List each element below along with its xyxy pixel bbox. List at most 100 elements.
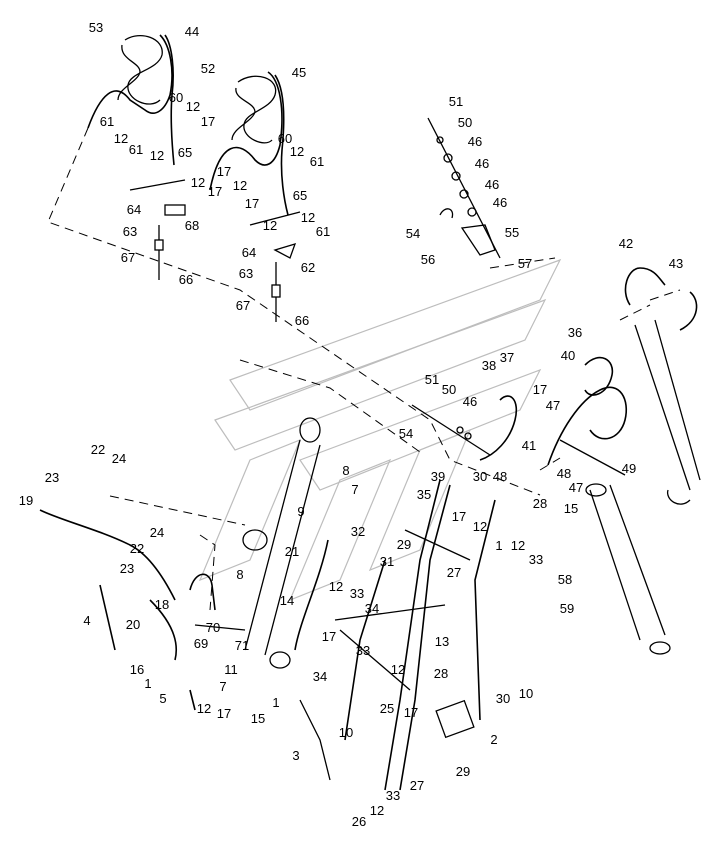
callout-17: 17 (217, 164, 231, 179)
callout-49: 49 (622, 461, 636, 476)
callout-61: 61 (316, 224, 330, 239)
callout-1: 1 (272, 695, 279, 710)
callout-35: 35 (417, 487, 431, 502)
callout-44: 44 (185, 24, 199, 39)
callout-12: 12 (197, 701, 211, 716)
callout-53: 53 (89, 20, 103, 35)
mid-right-hoses (411, 356, 627, 476)
callout-12: 12 (191, 175, 205, 190)
callout-4: 4 (83, 613, 90, 628)
callout-7: 7 (219, 679, 226, 694)
callout-17: 17 (245, 196, 259, 211)
callout-63: 63 (123, 224, 137, 239)
callout-12: 12 (329, 579, 343, 594)
callout-15: 15 (564, 501, 578, 516)
callout-66: 66 (295, 313, 309, 328)
callout-12: 12 (290, 144, 304, 159)
callout-12: 12 (186, 99, 200, 114)
callout-33: 33 (386, 788, 400, 803)
callout-41: 41 (522, 438, 536, 453)
callout-45: 45 (292, 65, 306, 80)
callout-37: 37 (500, 350, 514, 365)
callout-63: 63 (239, 266, 253, 281)
callout-55: 55 (505, 225, 519, 240)
callout-48: 48 (493, 469, 507, 484)
callout-52: 52 (201, 61, 215, 76)
callout-12: 12 (473, 519, 487, 534)
callout-23: 23 (45, 470, 59, 485)
callout-51: 51 (425, 372, 439, 387)
callout-54: 54 (399, 426, 413, 441)
callout-67: 67 (236, 298, 250, 313)
callout-17: 17 (322, 629, 336, 644)
callout-12: 12 (511, 538, 525, 553)
callout-17: 17 (208, 184, 222, 199)
callout-16: 16 (130, 662, 144, 677)
callout-1: 1 (495, 538, 502, 553)
callout-22: 22 (91, 442, 105, 457)
callout-54: 54 (406, 226, 420, 241)
callout-17: 17 (201, 114, 215, 129)
left-cylinder-assembly (39, 417, 331, 781)
callout-61: 61 (310, 154, 324, 169)
callout-50: 50 (458, 115, 472, 130)
callout-61: 61 (129, 142, 143, 157)
callout-67: 67 (121, 250, 135, 265)
callout-12: 12 (391, 662, 405, 677)
callout-2: 2 (490, 732, 497, 747)
callout-30: 30 (473, 469, 487, 484)
callout-65: 65 (178, 145, 192, 160)
callout-21: 21 (285, 544, 299, 559)
callout-46: 46 (468, 134, 482, 149)
callout-5: 5 (159, 691, 166, 706)
callout-20: 20 (126, 617, 140, 632)
callout-3: 3 (292, 748, 299, 763)
right-cylinder-assembly (585, 267, 701, 655)
valve-hardware-stack (427, 117, 501, 259)
callout-23: 23 (120, 561, 134, 576)
callout-56: 56 (421, 252, 435, 267)
callout-48: 48 (557, 466, 571, 481)
callout-13: 13 (435, 634, 449, 649)
upper-hose-assembly-right (209, 71, 301, 322)
callout-34: 34 (313, 669, 327, 684)
callout-12: 12 (301, 210, 315, 225)
callout-31: 31 (380, 554, 394, 569)
callout-24: 24 (112, 451, 126, 466)
callout-43: 43 (669, 256, 683, 271)
callout-12: 12 (114, 131, 128, 146)
callout-12: 12 (370, 803, 384, 818)
callout-17: 17 (217, 706, 231, 721)
callout-60: 60 (278, 131, 292, 146)
callout-18: 18 (155, 597, 169, 612)
callout-68: 68 (185, 218, 199, 233)
callout-8: 8 (236, 567, 243, 582)
callout-38: 38 (482, 358, 496, 373)
callout-33: 33 (350, 586, 364, 601)
callout-10: 10 (519, 686, 533, 701)
callout-71: 71 (235, 638, 249, 653)
callout-22: 22 (130, 541, 144, 556)
upper-hose-assembly-left (87, 34, 186, 280)
callout-69: 69 (194, 636, 208, 651)
callout-64: 64 (242, 245, 256, 260)
main-line-bundle (334, 479, 496, 791)
callout-32: 32 (351, 524, 365, 539)
callout-36: 36 (568, 325, 582, 340)
callout-42: 42 (619, 236, 633, 251)
callout-29: 29 (456, 764, 470, 779)
callout-46: 46 (463, 394, 477, 409)
callout-10: 10 (339, 725, 353, 740)
callout-30: 30 (496, 691, 510, 706)
callout-60: 60 (169, 90, 183, 105)
callout-47: 47 (546, 398, 560, 413)
callout-28: 28 (533, 496, 547, 511)
callout-57: 57 (518, 256, 532, 271)
callout-62: 62 (301, 260, 315, 275)
callout-7: 7 (351, 482, 358, 497)
callout-61: 61 (100, 114, 114, 129)
callout-25: 25 (380, 701, 394, 716)
